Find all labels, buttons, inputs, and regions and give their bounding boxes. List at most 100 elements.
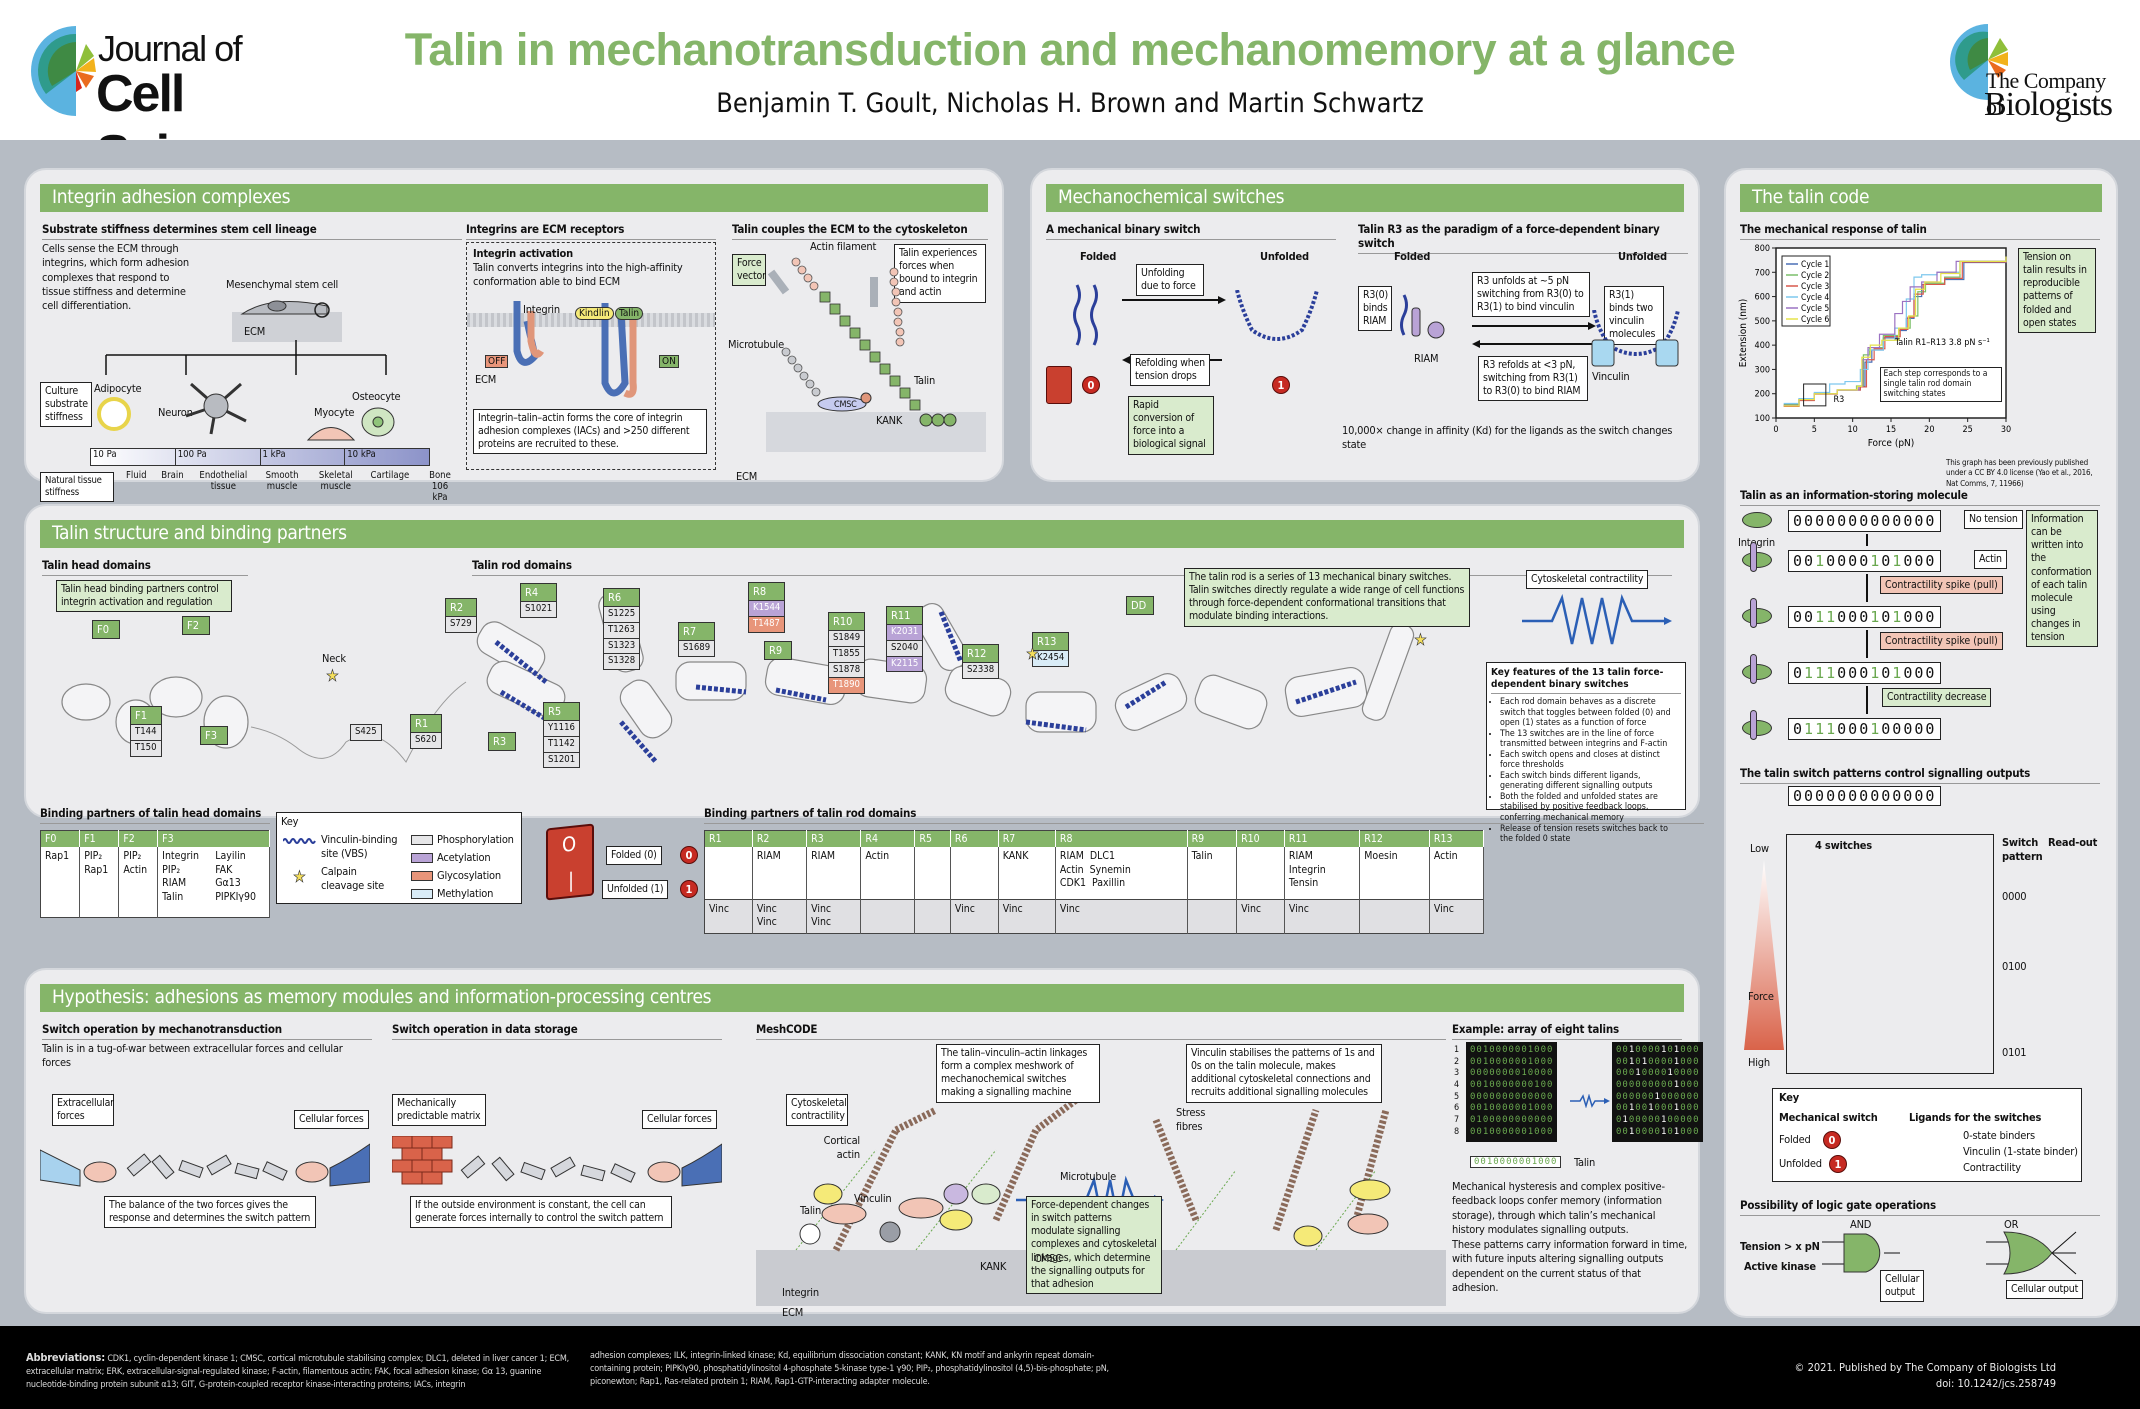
bit: 0 — [1837, 512, 1849, 530]
ecm-couple-label: ECM — [736, 470, 758, 483]
bit: 0 — [1837, 664, 1849, 682]
or-label: OR — [2004, 1218, 2019, 1231]
storage-cellular-forces-label: Cellular forces — [642, 1110, 717, 1130]
tension-input: Tension > x pN — [1740, 1240, 1820, 1253]
legend-label: Cycle 4 — [1801, 293, 1829, 303]
rod-folded-cell: RIAM — [806, 847, 862, 899]
legend-label: Cycle 3 — [1801, 282, 1829, 292]
array-row-number: 6 — [1454, 1103, 1460, 1114]
tissue-bone: Bone 106 kPa — [429, 470, 451, 503]
force-label: Force — [1748, 990, 1774, 1003]
domain-label-dd[interactable]: DD — [1126, 596, 1154, 615]
r3-refold-note: R3 refolds at <3 pN, switching from R3(1… — [1478, 356, 1588, 402]
domain-label-f0[interactable]: F0 — [92, 620, 120, 639]
array-row-number: 1 — [1454, 1045, 1460, 1055]
copyright-block: © 2021. Published by The Company of Biol… — [1795, 1360, 2056, 1392]
key-feature-item: Each switch opens and closes at distinct… — [1500, 750, 1681, 771]
domain-label-f3[interactable]: F3 — [200, 726, 228, 745]
panel-integrin-adhesion: Integrin adhesion complexes Substrate st… — [24, 168, 1004, 503]
rod-col-r4: R4 — [860, 830, 916, 847]
on-badge: ON — [659, 355, 679, 368]
lineage-arrows — [105, 340, 387, 375]
journal-logo[interactable]: Journal of Cell Science — [26, 26, 366, 183]
bit: 0 — [1848, 608, 1860, 626]
integrin-label: Integrin — [523, 303, 560, 316]
integrin-activation-text: Talin converts integrins into the high-a… — [473, 261, 683, 289]
publisher-logo[interactable]: The Company of Biologists — [1940, 24, 2120, 124]
bit: 1 — [1654, 1091, 1661, 1102]
bit: 0 — [1667, 1080, 1674, 1091]
scale-1kpa: 1 kPa — [261, 449, 346, 465]
subheading-rod-binding: Binding partners of talin rod domains — [704, 806, 1704, 824]
key-state-0: 0 — [1823, 1131, 1841, 1149]
subheading-head-binding: Binding partners of talin head domains — [40, 806, 270, 824]
cmsc-label: CMSC — [834, 400, 857, 410]
key-vinculin: Vinculin (1-state binder) — [1963, 1145, 2078, 1158]
bit: 0 — [1667, 1126, 1674, 1137]
structure-key-title: Key — [281, 815, 299, 828]
glyc-swatch — [411, 871, 433, 881]
bit: 0 — [1859, 608, 1871, 626]
environment-note: If the outside environment is constant, … — [410, 1196, 672, 1229]
r3-unfolded-label: Unfolded — [1618, 250, 1667, 263]
poster-header: Journal of Cell Science Talin in mechano… — [0, 0, 2140, 183]
myocyte-icon — [306, 427, 356, 441]
key-glyc: Glycosylation — [437, 869, 501, 882]
cell-osteocyte: Osteocyte — [352, 390, 401, 403]
culture-stiffness-label: Culture substrate stiffness — [40, 382, 92, 428]
domain-name: R6 — [604, 589, 640, 606]
pattern-0000: 0000 — [2002, 890, 2027, 903]
doi-link[interactable]: doi: 10.1242/jcs.258749 — [1935, 1376, 2056, 1390]
col-switch-pattern: Switch pattern — [2002, 836, 2043, 864]
key-feature-item: The 13 switches are in the line of force… — [1500, 729, 1681, 750]
bit: 0 — [1654, 1080, 1661, 1091]
bit: 0 — [1616, 1045, 1623, 1055]
bit: 0 — [1804, 552, 1816, 570]
domain-label-r3[interactable]: R3 — [488, 732, 516, 751]
r3-unfold-note: R3 unfolds at ~5 pN switching from R3(0)… — [1472, 272, 1590, 318]
r3-1-note: R3(1) binds two vinculin molecules — [1604, 286, 1664, 345]
domain-label-neck[interactable]: S425 — [350, 724, 382, 741]
modification-site: S2338 — [963, 662, 999, 678]
domain-label-r9[interactable]: R9 — [764, 641, 792, 660]
bit: 1 — [1870, 664, 1882, 682]
kinase-input: Active kinase — [1744, 1260, 1816, 1273]
domain-name: R9 — [765, 642, 791, 659]
key-folded: Folded — [1779, 1133, 1811, 1146]
rod-folded-cell: Moesin — [1359, 847, 1430, 899]
bit: 0 — [1903, 552, 1915, 570]
legend-label: Cycle 6 — [1801, 315, 1829, 325]
bit: 0 — [1686, 1045, 1694, 1055]
bit: 0 — [1693, 1068, 1700, 1079]
patterns-text: These patterns carry information forward… — [1452, 1238, 1688, 1294]
subheading-meshcode: MeshCODE — [756, 1022, 1446, 1040]
stiffness-intro: Cells sense the ECM through integrins, w… — [42, 242, 189, 313]
and-label: AND — [1850, 1218, 1872, 1231]
abbreviations-col2: adhesion complexes; ILK, integrin-linked… — [590, 1351, 1109, 1388]
rod-folded-cell: RIAM Integrin Tensin — [1284, 847, 1361, 899]
bit: 0 — [1881, 552, 1893, 570]
bit: 0 — [1914, 720, 1926, 738]
modification-site: S1201 — [544, 751, 580, 768]
bit: 0 — [1826, 552, 1838, 570]
key-feature-item: Each switch binds different ligands, gen… — [1500, 771, 1681, 792]
bit: 1 — [1673, 1045, 1681, 1055]
domain-label-f2[interactable]: F2 — [182, 616, 210, 635]
rod-col-r6: R6 — [950, 830, 999, 847]
vinculin-label: Vinculin — [1592, 370, 1630, 383]
rod-col-r5: R5 — [914, 830, 951, 847]
poster-title: Talin in mechanotransduction and mechano… — [404, 24, 1736, 75]
